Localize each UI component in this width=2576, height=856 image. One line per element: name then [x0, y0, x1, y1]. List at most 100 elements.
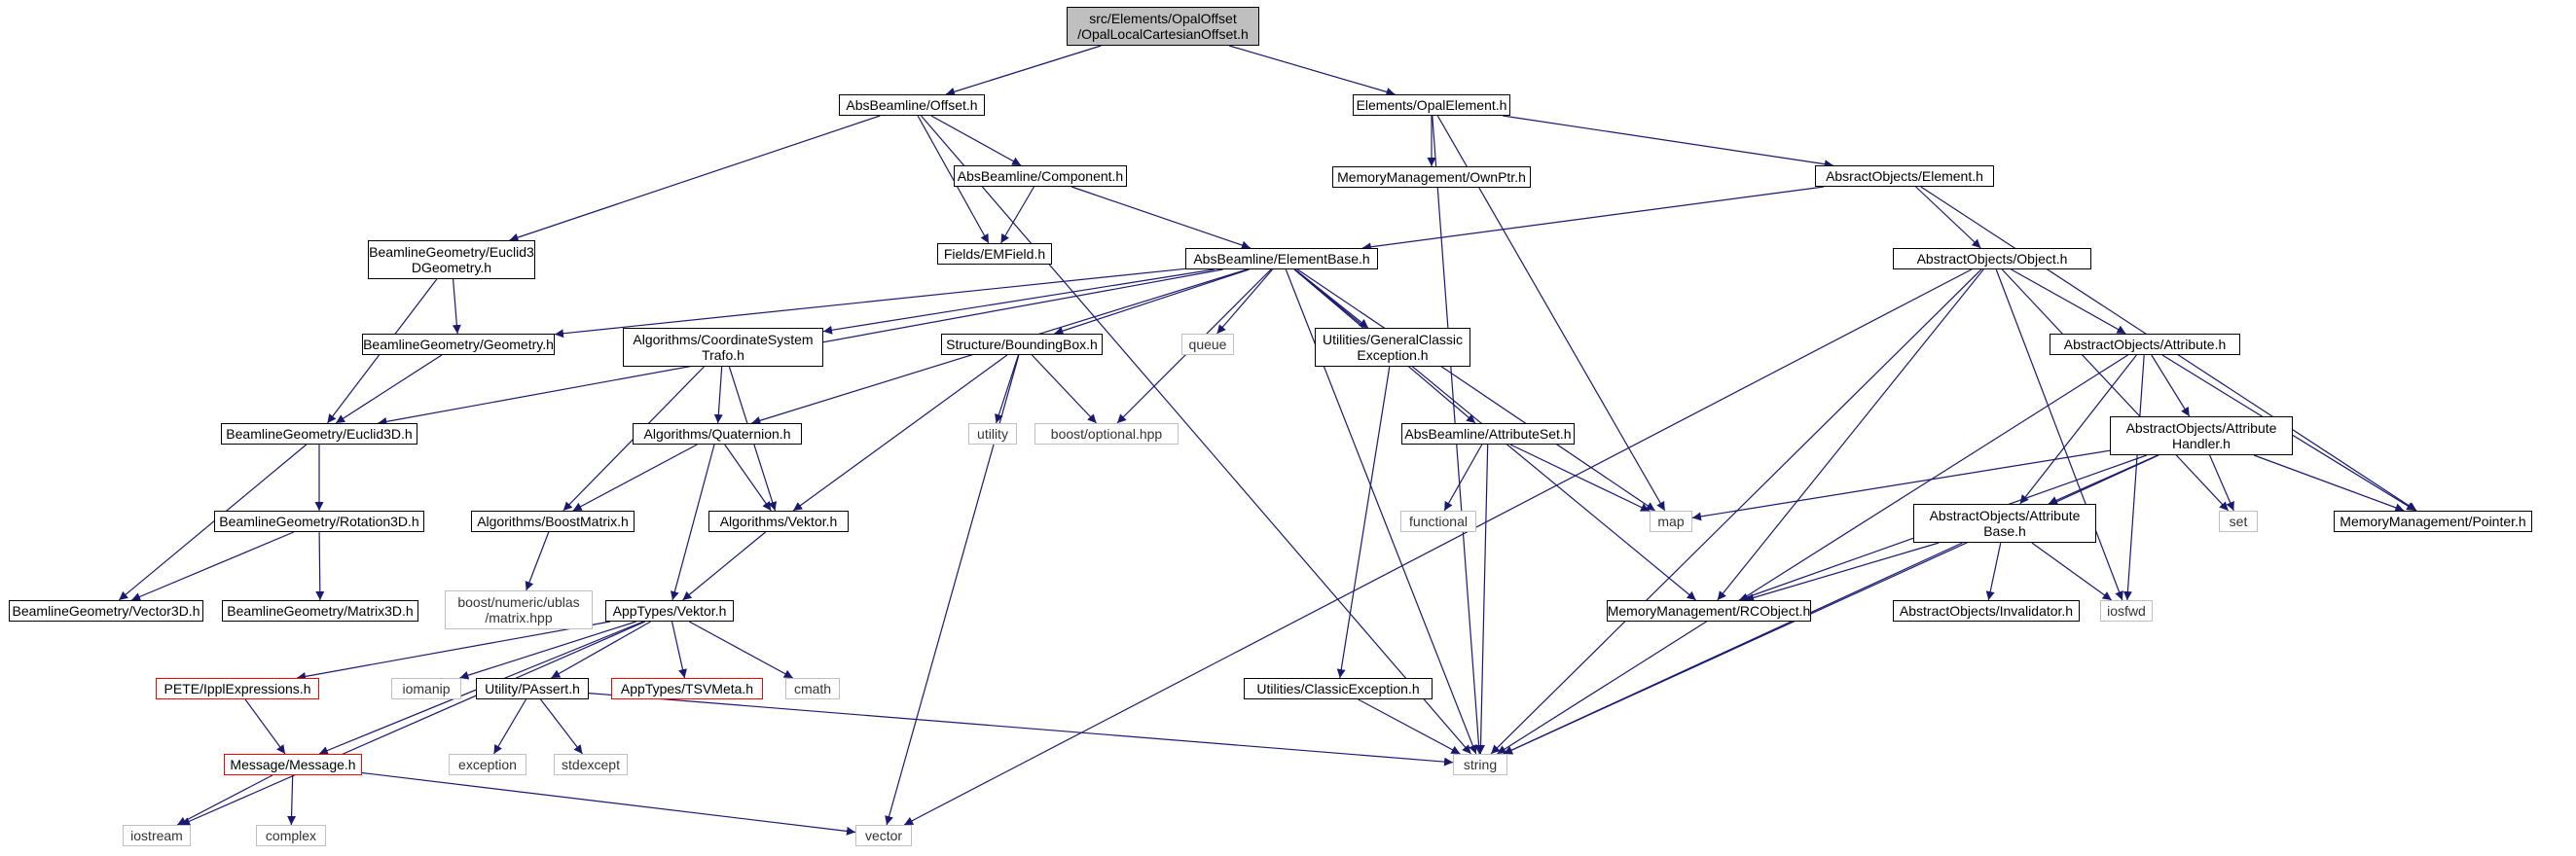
edge-boostmatrix-to-ublas: [525, 531, 550, 591]
node-geometry[interactable]: BeamlineGeometry/Geometry.h: [362, 334, 555, 355]
edge-elementbase-to-map: [1296, 268, 1656, 512]
edge-attribute-to-attrhandler: [2151, 354, 2191, 417]
node-passert[interactable]: Utility/PAssert.h: [476, 678, 589, 699]
edge-appvektor-to-cmath: [688, 621, 794, 679]
edge-appvektor-to-iomanip: [459, 621, 636, 680]
edge-elementbase-to-coordtrafo: [822, 268, 1215, 335]
edge-elementbase-to-queue: [1216, 268, 1273, 335]
node-map: map: [1650, 511, 1692, 532]
node-attribute[interactable]: AbstractObjects/Attribute.h: [2050, 334, 2240, 355]
node-invalidator[interactable]: AbstractObjects/Invalidator.h: [1893, 600, 2080, 622]
edge-rotation3d-to-matrix3d: [315, 531, 325, 601]
edge-attrbase-to-string: [1503, 542, 1963, 755]
node-coordtrafo[interactable]: Algorithms/CoordinateSystem Trafo.h: [623, 328, 823, 367]
edge-message-to-complex: [287, 774, 297, 826]
node-message[interactable]: Message/Message.h: [224, 754, 362, 775]
node-ipplexpr[interactable]: PETE/IpplExpressions.h: [156, 678, 319, 699]
node-attributeset[interactable]: AbsBeamline/AttributeSet.h: [1401, 423, 1575, 445]
node-appvektor[interactable]: AppTypes/Vektor.h: [605, 600, 734, 622]
node-exception: exception: [449, 754, 526, 775]
edge-object-to-rcobject: [1717, 268, 1984, 601]
edge-object-to-set: [2001, 268, 2230, 512]
edge-attributeset-to-functional: [1443, 444, 1483, 512]
edge-euclid3d-to-vector3d: [118, 444, 308, 601]
node-component[interactable]: AbsBeamline/Component.h: [954, 165, 1127, 187]
node-iosfwd: iosfwd: [2100, 600, 2153, 622]
node-matrix3d[interactable]: BeamlineGeometry/Matrix3D.h: [222, 600, 418, 622]
node-classicexc[interactable]: Utilities/ClassicException.h: [1244, 678, 1433, 699]
edge-attribute-to-string: [1497, 354, 2128, 755]
node-ownptr[interactable]: MemoryManagement/OwnPtr.h: [1332, 166, 1531, 188]
node-algvektor[interactable]: Algorithms/Vektor.h: [708, 511, 849, 532]
edge-quaternion-to-algvektor: [724, 444, 772, 512]
edge-algvektor-to-appvektor: [682, 531, 766, 601]
edge-message-to-vector: [361, 771, 856, 836]
edge-generalclassic-to-classicexc: [1336, 366, 1391, 679]
edge-attributeset-to-string: [1476, 444, 1489, 755]
edge-attribute-to-iosfwd: [2122, 354, 2145, 601]
edge-elementbase-to-boundingbox: [1054, 268, 1250, 336]
edge-passert-to-exception: [492, 698, 527, 755]
edge-boundingbox-to-algvektor: [792, 354, 1008, 512]
edge-appvektor-to-iostream: [180, 621, 646, 826]
node-root[interactable]: src/Elements/OpalOffset /OpalLocalCartes…: [1067, 7, 1259, 46]
edge-appvektor-to-tsvmeta: [671, 621, 687, 679]
node-vector: vector: [855, 825, 912, 846]
node-queue: queue: [1181, 334, 1234, 355]
node-tsvmeta[interactable]: AppTypes/TSVMeta.h: [611, 678, 763, 699]
edge-classicexc-to-string: [1358, 698, 1461, 755]
edge-root-to-offset: [945, 45, 1102, 96]
node-stdexcept: stdexcept: [554, 754, 628, 775]
edge-passert-to-string: [588, 693, 1454, 767]
edge-offset-to-euclid3dgeom: [509, 115, 881, 242]
edge-object-to-iosfwd: [1995, 268, 2123, 601]
node-utility: utility: [968, 423, 1017, 445]
edge-attrbase-to-iosfwd: [2031, 542, 2113, 601]
edge-coordtrafo-to-quaternion: [713, 366, 723, 424]
edge-attributeset-to-map: [1509, 444, 1651, 513]
node-opalelement[interactable]: Elements/OpalElement.h: [1353, 94, 1510, 116]
node-set: set: [2219, 511, 2258, 532]
node-generalclassic[interactable]: Utilities/GeneralClassic Exception.h: [1315, 328, 1470, 367]
node-emfield[interactable]: Fields/EMField.h: [937, 243, 1052, 265]
node-boundingbox[interactable]: Structure/BoundingBox.h: [941, 334, 1103, 355]
edge-boundingbox-to-boostoptional: [1031, 354, 1098, 424]
edge-opalelement-to-element: [1503, 115, 1833, 169]
edge-quaternion-to-boostmatrix: [572, 444, 698, 512]
node-attrhandler[interactable]: AbstractObjects/Attribute Handler.h: [2110, 416, 2293, 455]
edge-attrhandler-to-set: [2209, 454, 2234, 512]
node-ublas: boost/numeric/ublas /matrix.hpp: [445, 590, 593, 629]
edge-appvektor-to-passert: [551, 621, 651, 679]
edge-object-to-string: [1490, 268, 1982, 755]
node-elementbase[interactable]: AbsBeamline/ElementBase.h: [1185, 248, 1378, 269]
edge-offset-to-emfield: [917, 115, 990, 244]
node-pointer[interactable]: MemoryManagement/Pointer.h: [2334, 511, 2532, 532]
node-complex: complex: [256, 825, 326, 846]
node-object[interactable]: AbstractObjects/Object.h: [1893, 248, 2091, 269]
node-cmath: cmath: [785, 678, 840, 699]
node-element[interactable]: AbsractObjects/Element.h: [1815, 165, 1994, 187]
edge-element-to-object: [1915, 186, 1981, 249]
edge-attrhandler-to-map: [1691, 449, 2111, 521]
node-euclid3dgeom[interactable]: BeamlineGeometry/Euclid3 DGeometry.h: [368, 240, 535, 279]
node-quaternion[interactable]: Algorithms/Quaternion.h: [633, 423, 802, 445]
node-rotation3d[interactable]: BeamlineGeometry/Rotation3D.h: [214, 511, 424, 532]
node-boostmatrix[interactable]: Algorithms/BoostMatrix.h: [471, 511, 635, 532]
node-rcobject[interactable]: MemoryManagement/RCObject.h: [1607, 600, 1811, 622]
node-attrbase[interactable]: AbstractObjects/Attribute Base.h: [1913, 504, 2096, 543]
node-offset[interactable]: AbsBeamline/Offset.h: [839, 94, 985, 116]
edge-ipplexpr-to-message: [244, 698, 286, 755]
edge-message-to-iostream: [176, 774, 273, 826]
node-euclid3d[interactable]: BeamlineGeometry/Euclid3D.h: [221, 423, 417, 445]
edge-attribute-to-attrbase: [2019, 354, 2137, 505]
edge-attrbase-to-rcobject: [1745, 542, 1940, 602]
node-string: string: [1453, 754, 1507, 775]
edge-offset-to-component: [930, 115, 1022, 166]
node-vector3d[interactable]: BeamlineGeometry/Vector3D.h: [9, 600, 203, 622]
edge-boundingbox-to-utility: [995, 354, 1019, 424]
edge-elementbase-to-geometry: [554, 268, 1186, 339]
edge-root-to-opalelement: [1228, 45, 1396, 96]
edge-appvektor-to-ipplexpr: [296, 621, 611, 681]
edge-component-to-elementbase: [1070, 186, 1252, 250]
